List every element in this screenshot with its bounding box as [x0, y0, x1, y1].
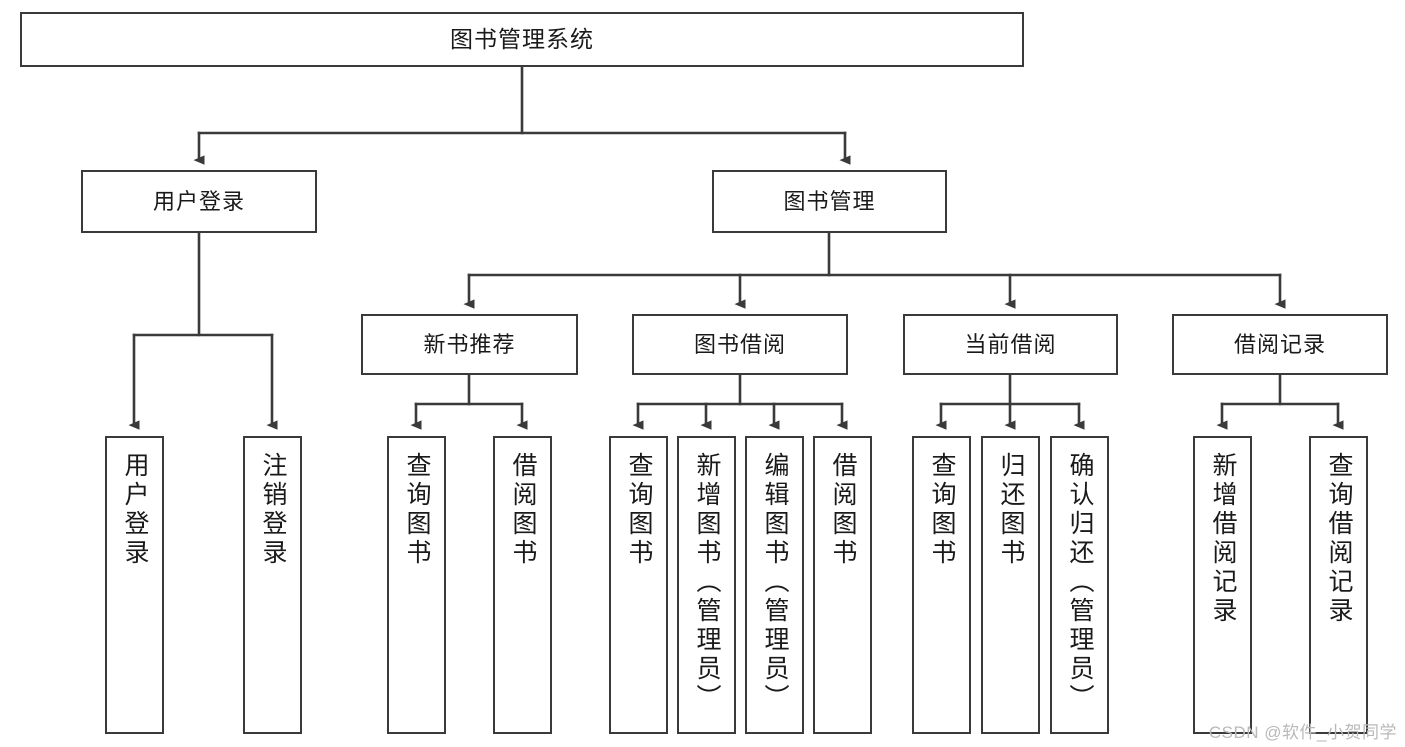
node-label: 图书管理: [783, 188, 876, 214]
csdn-watermark: CSDN @软件_小贺同学: [1208, 723, 1397, 742]
node-label: 查询图书: [625, 452, 653, 568]
leaf-borrow-edit-book-admin[interactable]: 编辑图书（管理员）: [745, 436, 804, 734]
node-user-login[interactable]: 用户登录: [81, 170, 317, 233]
node-label: 编辑图书（管理员）: [761, 452, 789, 713]
node-label: 用户登录: [152, 188, 245, 214]
node-label: 借阅图书: [509, 452, 537, 568]
leaf-current-query-book[interactable]: 查询图书: [912, 436, 971, 734]
node-book-borrow[interactable]: 图书借阅: [632, 314, 848, 375]
leaf-record-add-record[interactable]: 新增借阅记录: [1193, 436, 1252, 734]
leaf-borrow-query-book[interactable]: 查询图书: [609, 436, 668, 734]
leaf-recommend-borrow-book[interactable]: 借阅图书: [493, 436, 552, 734]
node-new-book-recommend[interactable]: 新书推荐: [361, 314, 578, 375]
leaf-recommend-query-book[interactable]: 查询图书: [387, 436, 446, 734]
node-label: 当前借阅: [964, 331, 1057, 357]
leaf-current-confirm-return-admin[interactable]: 确认归还（管理员）: [1050, 436, 1109, 734]
node-label: 确认归还（管理员）: [1066, 452, 1094, 713]
node-label: 查询图书: [928, 452, 956, 568]
node-label: 注销登录: [259, 452, 287, 568]
node-label: 用户登录: [121, 452, 149, 568]
node-label: 新书推荐: [423, 331, 516, 357]
node-label: 查询借阅记录: [1325, 452, 1353, 626]
leaf-borrow-add-book-admin[interactable]: 新增图书（管理员）: [677, 436, 736, 734]
node-label: 借阅图书: [829, 452, 857, 568]
leaf-user-login[interactable]: 用户登录: [105, 436, 164, 734]
leaf-user-logout[interactable]: 注销登录: [243, 436, 302, 734]
node-label: 新增借阅记录: [1209, 452, 1237, 626]
node-root-system[interactable]: 图书管理系统: [20, 12, 1024, 67]
node-label: 借阅记录: [1233, 331, 1326, 357]
node-current-borrow[interactable]: 当前借阅: [903, 314, 1118, 375]
leaf-borrow-borrow-book[interactable]: 借阅图书: [813, 436, 872, 734]
node-label: 查询图书: [403, 452, 431, 568]
leaf-current-return-book[interactable]: 归还图书: [981, 436, 1040, 734]
leaf-record-query-record[interactable]: 查询借阅记录: [1309, 436, 1368, 734]
node-book-management[interactable]: 图书管理: [712, 170, 947, 233]
node-borrow-record[interactable]: 借阅记录: [1172, 314, 1388, 375]
node-label: 新增图书（管理员）: [693, 452, 721, 713]
node-label: 归还图书: [997, 452, 1025, 568]
node-label: 图书借阅: [693, 331, 786, 357]
node-label: 图书管理系统: [450, 26, 594, 53]
